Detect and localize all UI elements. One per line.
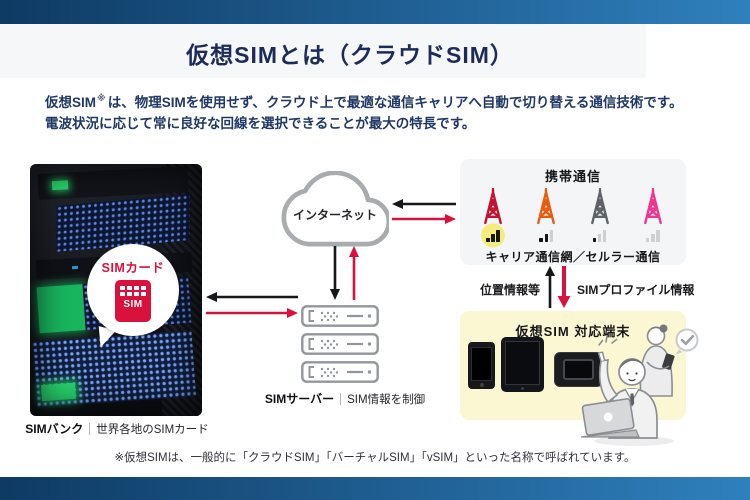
- sim-bank-photo: SIMカード SIM: [30, 164, 202, 416]
- arrow-carriers-to-device: [557, 266, 571, 308]
- internet-label: インターネット: [292, 208, 377, 222]
- sim-profile-label: SIMプロファイル情報: [577, 283, 695, 297]
- location-info-label: 位置情報等: [479, 283, 540, 297]
- sim-server-stack: [301, 305, 379, 383]
- server-unit-icon: [301, 333, 379, 355]
- intro-line1: 仮想SIM※は、物理SIMを使用せず、クラウド上で最適な通信キャリアへ自動で切り…: [45, 93, 683, 110]
- carrier-tower-orange: [526, 188, 566, 242]
- signal-bars-icon: [535, 229, 557, 242]
- carriers-heading: 携帯通信: [544, 169, 601, 184]
- carrier-tower-gray: [580, 188, 620, 242]
- carriers-caption: キャリア通信網／セルラー通信: [485, 250, 661, 264]
- sim-card-callout: SIMカード SIM: [87, 244, 179, 336]
- separator: [89, 423, 91, 435]
- arrow-server-to-simbank: [206, 292, 298, 302]
- server-unit-icon: [301, 305, 379, 327]
- tower-icon: [537, 188, 556, 225]
- signal-bars-icon: [482, 229, 504, 242]
- arrow-server-to-internet: [349, 246, 359, 300]
- note-mark: ※: [97, 93, 106, 103]
- arrow-device-to-carriers: [545, 266, 555, 308]
- arrow-internet-to-carriers: [392, 214, 456, 224]
- check-icon: [675, 328, 699, 355]
- page-title: 仮想SIMとは（クラウドSIM）: [186, 42, 514, 68]
- man-figure: [580, 351, 658, 439]
- intro-line2: 電波状況に応じて常に良好な回線を選択できることが最大の特長です。: [45, 115, 476, 131]
- tower-icon: [484, 188, 503, 225]
- sim-card-icon: SIM: [115, 280, 151, 322]
- arrow-carriers-to-internet: [392, 199, 456, 209]
- sim-card-label: SIMカード: [101, 261, 165, 275]
- footnote: ※仮想SIMは、一般的に「クラウドSIM」「バーチャルSIM」「vSIM」といっ…: [114, 452, 636, 464]
- signal-bars-icon: [642, 229, 664, 242]
- carriers-panel: 携帯通信 キャリア通信網／セルラー通信: [460, 159, 686, 265]
- cloud-icon: [281, 171, 389, 247]
- woman-figure: [639, 324, 675, 397]
- server-unit-icon: [301, 361, 379, 383]
- sparkle-icon: [598, 335, 618, 346]
- wifi-router-icon: [554, 352, 603, 387]
- tower-icon: [643, 188, 662, 225]
- top-gradient-bar: [0, 0, 750, 24]
- sim-bank-caption: SIMバンク世界各地のSIMカード: [25, 422, 209, 436]
- arrow-internet-to-server: [330, 246, 340, 300]
- people-illustration: [580, 324, 699, 446]
- tower-icon: [590, 188, 609, 225]
- title-band: [0, 24, 646, 78]
- signal-bars-icon: [589, 229, 611, 242]
- bottom-gradient-bar: [0, 477, 750, 500]
- carrier-tower-pink: [633, 188, 673, 242]
- chip-contacts: [120, 286, 146, 296]
- arrow-simbank-to-server: [206, 308, 298, 318]
- carrier-tower-red: [473, 188, 513, 242]
- devices-box-title: 仮想SIM 対応端末: [515, 324, 631, 339]
- intro-text: 仮想SIM※は、物理SIMを使用せず、クラウド上で最適な通信キャリアへ自動で切り…: [45, 88, 730, 134]
- tablet-icon: [501, 337, 544, 392]
- carrier-towers-row: [460, 188, 686, 242]
- separator: [340, 393, 342, 405]
- smartphone-icon: [468, 342, 495, 389]
